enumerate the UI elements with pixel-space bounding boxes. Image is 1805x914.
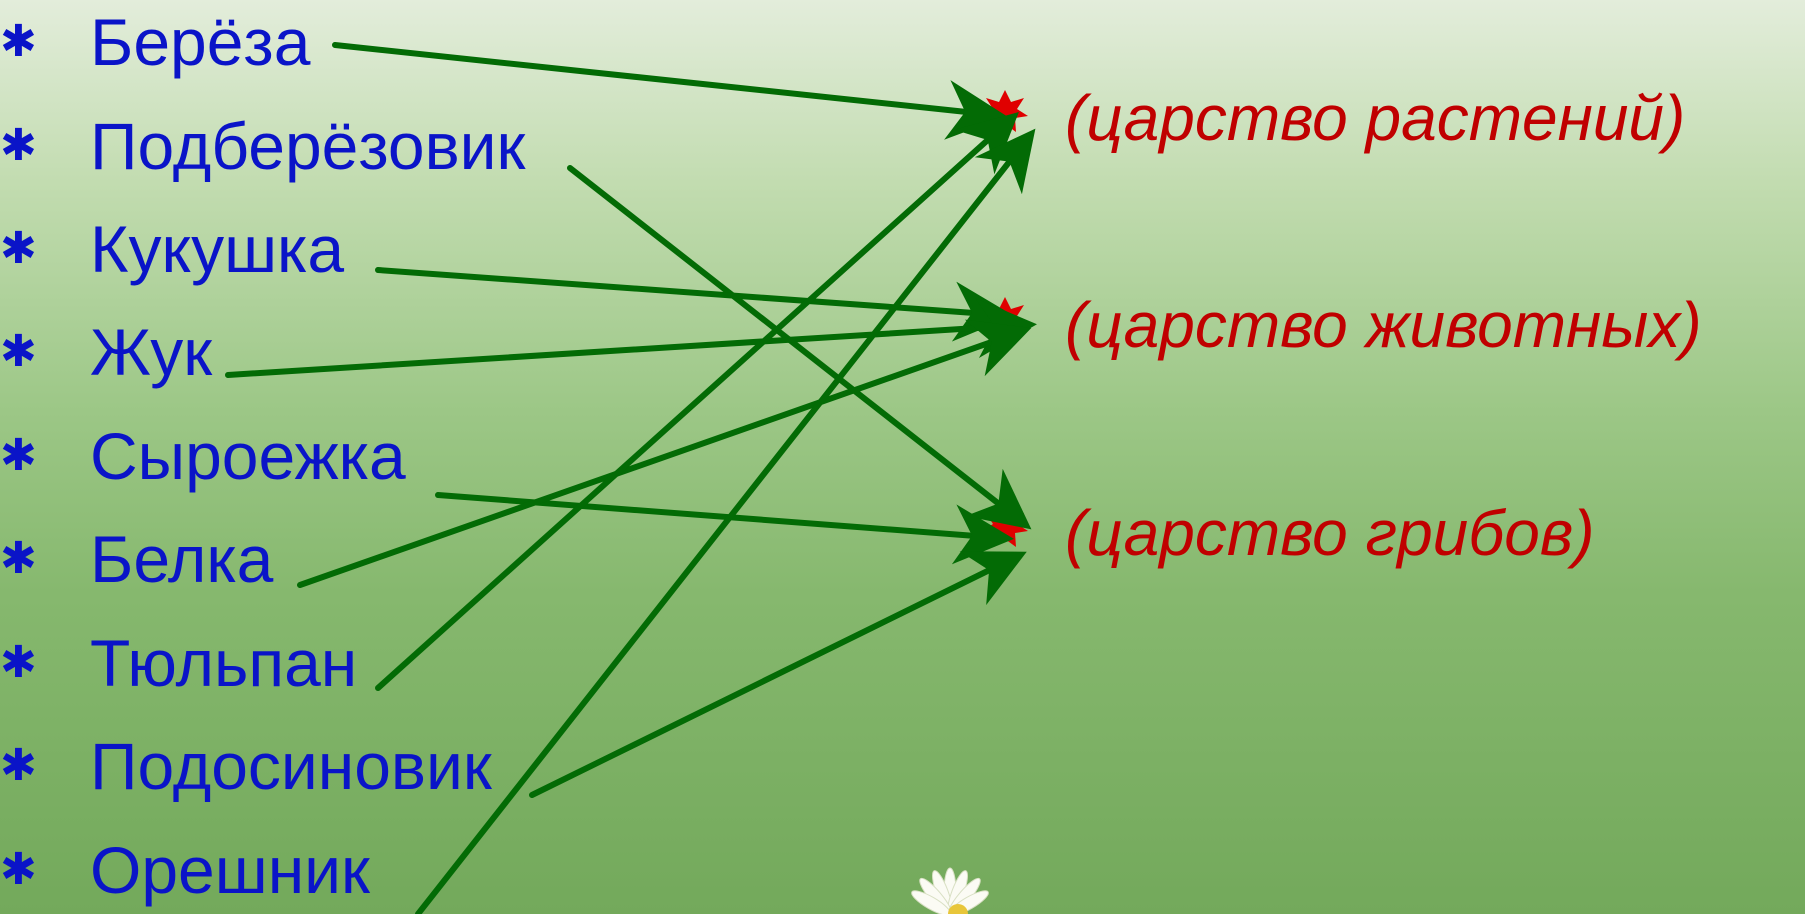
- arrow-podberezovik-to-fungi: [567, 165, 1032, 530]
- organism-label: Подберёзовик: [90, 109, 526, 183]
- organism-item: ✱ Берёза: [0, 2, 310, 82]
- organism-label: Жук: [90, 315, 213, 389]
- star-bullet-icon: ✱: [0, 327, 37, 376]
- organism-label: Кукушка: [90, 212, 345, 286]
- kingdom-label-plants: (царство растений): [1065, 82, 1686, 154]
- organism-item: ✱ Орешник: [0, 830, 370, 910]
- organism-label: Белка: [90, 522, 274, 596]
- organism-item: ✱ Подберёзовик: [0, 106, 525, 186]
- kingdom-label-animals: (царство животных): [1065, 289, 1702, 361]
- arrow-oreshnik-to-plants: [415, 128, 1036, 914]
- kingdom-label-fungi: (царство грибов): [1065, 497, 1595, 569]
- organism-item: ✱ Белка: [0, 519, 273, 599]
- organism-label: Тюльпан: [90, 626, 358, 700]
- organism-item: ✱ Тюльпан: [0, 623, 357, 703]
- star-bullet-icon: ✱: [0, 224, 37, 273]
- organism-item: ✱ Подосиновик: [0, 726, 492, 806]
- star-bullet-icon: ✱: [0, 431, 37, 480]
- organism-label: Подосиновик: [90, 729, 492, 803]
- daisy-decoration-icon: [911, 867, 989, 914]
- organism-item: ✱ Кукушка: [0, 209, 344, 289]
- arrow-podosinovik-to-fungi: [529, 551, 1027, 798]
- organism-label: Сыроежка: [90, 419, 406, 493]
- star-bullet-icon: ✱: [0, 121, 37, 170]
- organism-item: ✱ Жук: [0, 312, 212, 392]
- star-bullet-icon: ✱: [0, 741, 37, 790]
- organism-label: Орешник: [90, 833, 370, 907]
- arrow-tyulpan-to-plants: [375, 111, 1019, 691]
- star-bullet-icon: ✱: [0, 638, 37, 687]
- arrow-belka-to-animals: [297, 319, 1032, 588]
- arrow-zhuk-to-animals: [225, 298, 1037, 378]
- arrow-bereza-to-plants: [332, 42, 1007, 140]
- organism-item: ✱ Сыроежка: [0, 416, 406, 496]
- star-bullet-icon: ✱: [0, 845, 37, 894]
- organism-label: Берёза: [90, 5, 311, 79]
- star-bullet-icon: ✱: [0, 534, 37, 583]
- star-bullet-icon: ✱: [0, 17, 37, 66]
